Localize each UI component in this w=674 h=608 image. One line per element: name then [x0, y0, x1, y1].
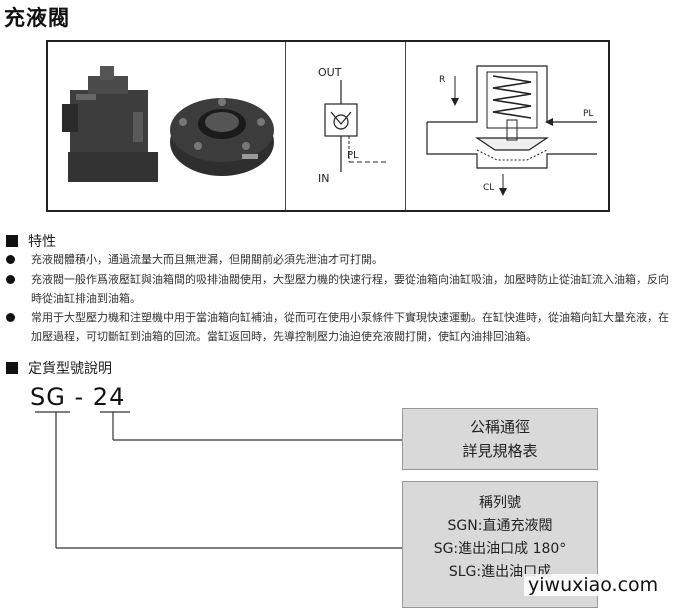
- section-cl-label: CL: [483, 183, 494, 193]
- bullet-icon: [6, 255, 15, 264]
- model-size: 24: [92, 383, 126, 411]
- page-title: 充液閥: [4, 6, 70, 30]
- valve-section-drawing: R PL CL: [426, 65, 597, 196]
- valve-flange-photo: [170, 98, 274, 176]
- model-heading: 定貨型號說明: [6, 358, 112, 378]
- section-r-label: R: [439, 75, 445, 85]
- watermark: yiwuxiao.com: [524, 574, 663, 596]
- features-heading: 特性: [6, 231, 56, 251]
- valve-body-photo: [62, 66, 158, 182]
- figure-divider: [405, 42, 406, 210]
- bullet-icon: [6, 313, 15, 322]
- symbol-in-label: IN: [318, 172, 329, 185]
- feature-item: 常用于大型壓力機和注塑機中用于當油箱向缸補油，從而可在使用小泵條件下實現快速運動…: [6, 308, 672, 346]
- model-code: SG - 24: [30, 383, 125, 411]
- product-figure-panel: OUT PL IN R PL CL: [46, 40, 610, 212]
- model-prefix: SG: [30, 383, 66, 411]
- square-bullet-icon: [6, 235, 18, 247]
- square-bullet-icon: [6, 362, 18, 374]
- symbol-pl-label: PL: [347, 150, 359, 161]
- size-description-box: 公稱通徑 詳見規格表: [402, 408, 598, 470]
- symbol-out-label: OUT: [318, 66, 342, 79]
- feature-item: 充液閥一般作爲液壓缸與油箱間的吸排油閥使用，大型壓力機的快速行程，要從油箱向油缸…: [6, 270, 672, 308]
- section-pl-label: PL: [583, 109, 593, 119]
- figure-divider: [285, 42, 286, 210]
- feature-item: 充液閥體積小，通過流量大而且無泄漏，但開關前必須先泄油才可打開。: [6, 250, 672, 269]
- model-dash: -: [74, 383, 85, 411]
- bullet-icon: [6, 275, 15, 284]
- valve-photos: [62, 66, 274, 182]
- hydraulic-symbol: OUT PL IN: [318, 66, 387, 185]
